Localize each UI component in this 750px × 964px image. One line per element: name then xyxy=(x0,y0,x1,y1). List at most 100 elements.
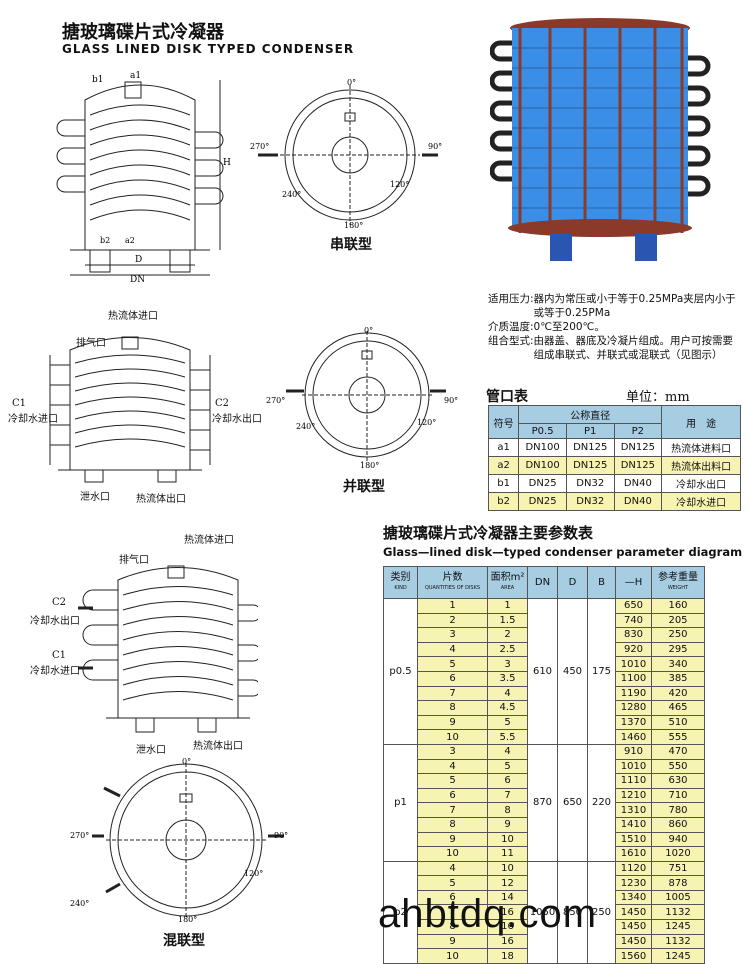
param-cell: 8 xyxy=(417,816,488,833)
param-cell: 4 xyxy=(417,758,488,775)
parallel-label-c2: C2 xyxy=(215,398,230,409)
param-cell: 470 xyxy=(651,743,705,760)
param-cell: 220 xyxy=(587,743,616,862)
param-cell: 4.5 xyxy=(487,700,528,716)
spec-pressure-value: 器内为常压或小于等于0.25MPa夹层内小于或等于0.25PMa xyxy=(533,293,736,319)
param-cell: 1460 xyxy=(615,729,652,745)
parallel-label-cool-out: 冷却水出口 xyxy=(212,414,262,425)
mixed-label-vent: 排气口 xyxy=(119,555,149,566)
param-cell: 1340 xyxy=(615,889,652,906)
label-b1: b1 xyxy=(92,75,104,85)
param-cell: 1510 xyxy=(615,831,652,848)
title-en: GLASS LINED DISK TYPED CONDENSER xyxy=(62,42,355,56)
param-cell: 1132 xyxy=(651,933,705,950)
series-plan-drawing: 0° 270° 90° 180° 120° 240° xyxy=(250,78,442,230)
param-cell: 6 xyxy=(417,670,488,687)
spec-temp-value: 0℃至200℃。 xyxy=(533,321,605,333)
pipe-cell: a1 xyxy=(487,438,520,457)
pipe-cell: DN25 xyxy=(518,474,567,493)
param-cell: 9 xyxy=(417,831,488,848)
param-cell: 7 xyxy=(417,685,488,702)
pipe-table: 符号 公称直径 用 途 P0.5 P1 P2 a1 DN100 DN125 DN… xyxy=(487,405,741,511)
param-cell: 6 xyxy=(487,773,528,789)
param-cell: 250 xyxy=(587,860,616,964)
param-cell: 751 xyxy=(651,860,705,877)
param-cell: 780 xyxy=(651,802,705,818)
parallel-label-hot-out: 热流体出口 xyxy=(136,494,186,505)
parallel-deg180: 180° xyxy=(360,461,379,470)
mixed-elevation-drawing xyxy=(78,565,258,733)
parallel-label-c1: C1 xyxy=(12,398,27,409)
mixed-label-hot-in: 热流体进口 xyxy=(184,535,234,546)
pipe-cell: DN25 xyxy=(518,492,567,511)
spec-combo-value: 由器盖、器底及冷凝片组成。用户可按需要组成串联式、并联式或混联式（见图示） xyxy=(533,335,734,361)
parallel-deg0: 0° xyxy=(364,326,373,335)
pipe-cell: DN125 xyxy=(565,438,615,457)
param-cell: p0.5 xyxy=(383,598,418,745)
table-row: a2 DN100 DN125 DN125 热流体出料口 xyxy=(487,456,741,475)
param-header-d: D xyxy=(557,566,588,599)
mixed-deg180: 180° xyxy=(178,915,197,923)
param-cell: 1450 xyxy=(615,919,652,935)
param-cell: 5 xyxy=(487,714,528,731)
mixed-label-c2: C2 xyxy=(52,597,67,608)
label-dn: DN xyxy=(130,275,145,285)
param-cell: 3 xyxy=(417,743,488,760)
param-cell: 1010 xyxy=(615,656,652,672)
param-cell: 10 xyxy=(417,729,488,745)
pipe-table-unit: 单位：mm xyxy=(626,390,690,405)
param-cell: 4 xyxy=(417,860,488,877)
param-cell: 630 xyxy=(651,773,705,789)
mixed-deg120: 120° xyxy=(244,869,263,878)
param-cell: 1245 xyxy=(651,948,705,964)
param-cell: 510 xyxy=(651,714,705,731)
pipe-header-dn: 公称直径 xyxy=(518,405,663,424)
pipe-cell: DN125 xyxy=(613,438,663,457)
param-cell: 878 xyxy=(651,875,705,891)
caption-series: 串联型 xyxy=(330,237,372,253)
title-cn: 搪玻璃碟片式冷凝器 xyxy=(62,22,224,43)
param-cell: 11 xyxy=(487,846,528,862)
param-cell: 1110 xyxy=(615,773,652,789)
param-cell: 650 xyxy=(615,598,652,614)
param-cell: 8 xyxy=(487,802,528,818)
caption-parallel: 并联型 xyxy=(343,479,385,495)
param-cell: 4 xyxy=(487,685,528,702)
param-cell: 175 xyxy=(587,598,616,745)
param-cell: 1020 xyxy=(651,846,705,862)
param-cell: 7 xyxy=(487,787,528,804)
param-cell: 1560 xyxy=(615,948,652,964)
parallel-label-drain: 泄水口 xyxy=(80,492,110,503)
param-cell: 5 xyxy=(417,875,488,891)
param-cell: 10 xyxy=(417,948,488,964)
param-cell: 740 xyxy=(615,612,652,629)
spec-pressure-key: 适用压力: xyxy=(488,293,534,305)
param-cell: 16 xyxy=(487,933,528,950)
param-cell: p1 xyxy=(383,743,418,862)
param-cell: 1610 xyxy=(615,846,652,862)
label-d: D xyxy=(135,255,142,265)
param-cell: 920 xyxy=(615,641,652,658)
parallel-label-hot-in: 热流体进口 xyxy=(108,311,158,322)
pipe-header-symbol: 符号 xyxy=(487,405,520,439)
param-cell: 3.5 xyxy=(487,670,528,687)
series-elevation-drawing: b1 a1 H D DN b2 a2 xyxy=(56,71,231,285)
label-a2: a2 xyxy=(125,236,135,245)
param-cell: 1100 xyxy=(615,670,652,687)
param-cell: 2.5 xyxy=(487,641,528,658)
param-cell: 8 xyxy=(417,700,488,716)
pipe-cell: 冷却水进口 xyxy=(661,492,741,511)
param-cell: 1280 xyxy=(615,700,652,716)
param-cell: 940 xyxy=(651,831,705,848)
param-header-dn: DN xyxy=(527,566,558,599)
